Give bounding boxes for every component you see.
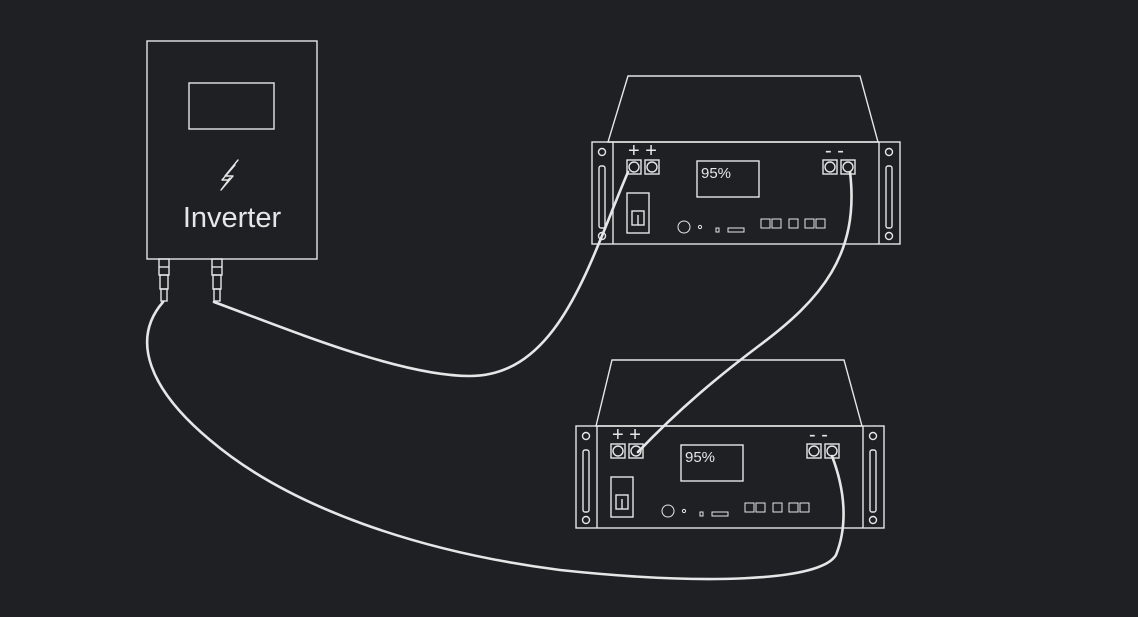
reset-indicator <box>681 508 687 514</box>
inverter: Inverter <box>146 40 318 302</box>
inverter-display <box>188 82 275 130</box>
negative-terminals <box>806 443 840 459</box>
status-led <box>715 227 720 233</box>
positive-terminals <box>626 159 660 175</box>
battery-chassis <box>591 141 901 245</box>
rack-handle-left <box>582 449 590 513</box>
rack-handle-right <box>885 165 893 229</box>
negative-terminals <box>822 159 856 175</box>
port-group-icon <box>744 502 810 513</box>
mount-hole <box>597 147 607 157</box>
mount-hole <box>868 515 878 525</box>
battery2-soc-value: 95% <box>685 449 715 466</box>
reset-indicator <box>697 224 703 230</box>
battery1-soc-value: 95% <box>701 165 731 182</box>
battery-chassis <box>575 425 885 529</box>
cable-inverter-positive-to-battery1-positive <box>212 170 630 378</box>
cable-inverter-negative-to-battery2-negative <box>146 300 845 581</box>
dip-switch <box>727 227 745 233</box>
rack-handle-left <box>598 165 606 229</box>
circuit-breaker <box>610 476 634 518</box>
power-button-icon <box>661 504 675 518</box>
lightning-bolt-icon <box>220 159 239 191</box>
battery1-negative-label: - - <box>825 140 844 162</box>
cable-battery1-negative-to-battery2-positive <box>636 170 853 454</box>
circuit-breaker <box>626 192 650 234</box>
positive-terminals <box>610 443 644 459</box>
mount-hole <box>868 431 878 441</box>
battery2-positive-label: + + <box>612 424 641 446</box>
mount-hole <box>884 231 894 241</box>
inverter-body <box>146 40 318 260</box>
mount-hole <box>884 147 894 157</box>
rack-handle-right <box>869 449 877 513</box>
soc-display <box>680 444 744 482</box>
status-led <box>699 511 704 517</box>
inverter-negative-connector <box>158 258 170 302</box>
inverter-label: Inverter <box>183 202 282 234</box>
battery-module-2 <box>575 359 885 529</box>
battery-top-housing <box>607 75 879 143</box>
port-group-icon <box>760 218 826 229</box>
power-button-icon <box>677 220 691 234</box>
battery-module-1 <box>591 75 901 245</box>
dip-switch <box>711 511 729 517</box>
inverter-positive-connector <box>211 258 223 302</box>
battery1-positive-label: + + <box>628 140 657 162</box>
mount-hole <box>581 431 591 441</box>
mount-hole <box>581 515 591 525</box>
battery2-negative-label: - - <box>809 424 828 446</box>
soc-display <box>696 160 760 198</box>
